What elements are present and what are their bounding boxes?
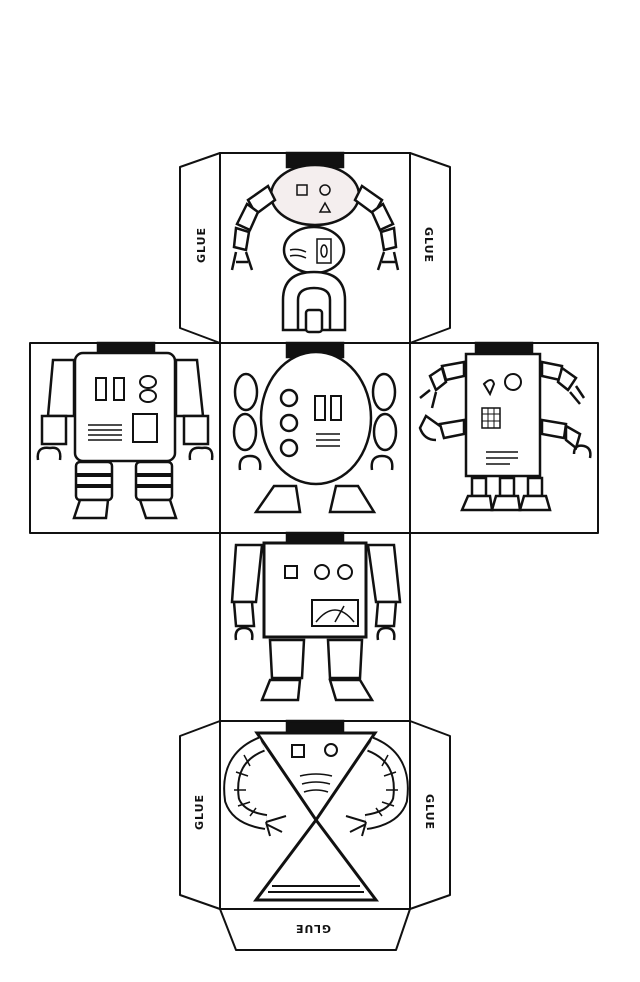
glue-label-bottom: GLUE [295,922,331,935]
robot-top-face [230,151,400,334]
robot-right-face [418,341,592,512]
glue-flap-bottom-left [179,720,221,910]
robot-front-face [232,341,398,514]
robot-back-face [230,531,402,702]
fold-lines [219,153,411,910]
glue-label-top-left: GLUE [195,227,208,263]
glue-label-bottom-left: GLUE [193,794,206,830]
robot-left-face [36,341,214,520]
glue-label-top-right: GLUE [422,227,435,263]
glue-label-bottom-right: GLUE [423,794,436,830]
robot-bottom-face [223,719,409,902]
glue-flap-bottom-right [409,720,451,910]
